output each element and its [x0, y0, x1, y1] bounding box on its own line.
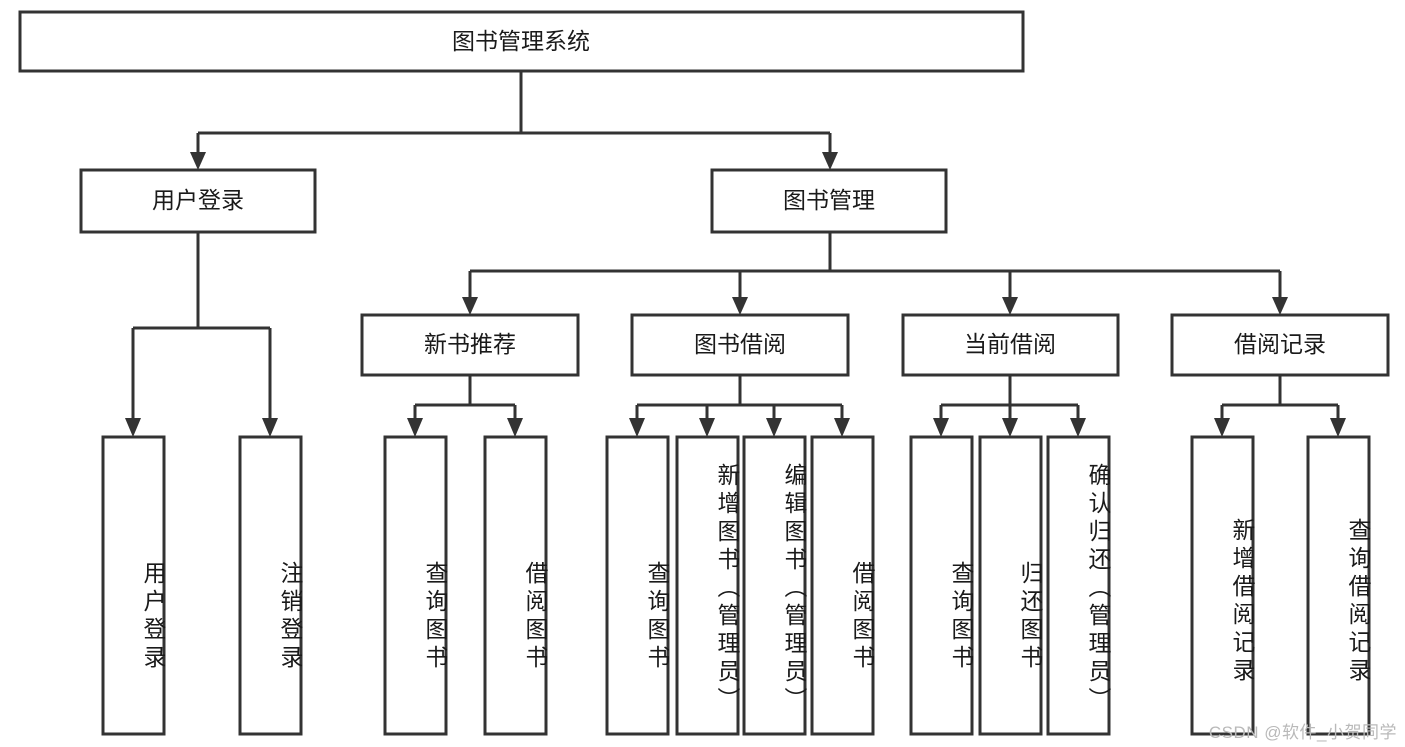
connectors: [125, 71, 1346, 437]
node-borrow-records-box[interactable]: [1170, 313, 1390, 377]
arrow-recommend-l2: [507, 418, 523, 437]
node-current-borrow-label: 当前借阅: [964, 331, 1056, 357]
leaf-label-query-books-current: 查询图书: [948, 561, 974, 673]
node-labels-horizontal: 图书管理系统 用户登录 图书管理 新书推荐 图书借阅 当前借阅 借阅记录: [152, 28, 1326, 357]
node-leaf-box[interactable]: [909, 435, 974, 736]
node-borrow-records-label: 借阅记录: [1234, 331, 1326, 357]
arrow-borrow-l3: [766, 418, 782, 437]
node-leaf-box[interactable]: [238, 435, 303, 736]
node-user-login-label: 用户登录: [152, 187, 244, 213]
node-leaf-box[interactable]: [1190, 435, 1255, 736]
arrow-recommend-l1: [407, 418, 423, 437]
leaf-label-borrow-book: 借阅图书: [849, 561, 875, 673]
arrow-records-l2: [1330, 418, 1346, 437]
arrow-current-l1: [933, 418, 949, 437]
node-leaf-box[interactable]: [101, 435, 166, 736]
leaf-label-user-login: 用户登录: [140, 561, 166, 673]
arrow-current-l3: [1070, 418, 1086, 437]
node-book-borrow-box[interactable]: [630, 313, 850, 377]
leaf-label-query-borrow-record: 查询借阅记录: [1345, 518, 1371, 686]
leaf-label-return-book: 归还图书: [1017, 561, 1043, 673]
leaf-label-edit-book-admin: 编辑图书（管理员）: [781, 462, 807, 715]
node-user-login-box[interactable]: [79, 168, 317, 234]
node-leaf-box[interactable]: [675, 435, 740, 736]
arrow-root-to-bookmgmt: [822, 152, 838, 170]
arrow-root-to-login: [190, 152, 206, 170]
node-root-box[interactable]: [18, 10, 1025, 73]
leaf-label-confirm-return-admin: 确认归还（管理员）: [1085, 462, 1111, 715]
node-book-borrow-label: 图书借阅: [694, 331, 786, 357]
arrow-bookmgmt-g3: [1002, 297, 1018, 315]
node-leaf-box[interactable]: [483, 435, 548, 736]
node-boxes: [18, 10, 1390, 736]
node-leaf-box[interactable]: [1306, 435, 1371, 736]
arrow-borrow-l1: [629, 418, 645, 437]
arrow-current-l2: [1002, 418, 1018, 437]
arrow-login-l1: [125, 418, 141, 437]
node-leaf-box[interactable]: [978, 435, 1043, 736]
arrow-bookmgmt-g1: [462, 297, 478, 315]
leaf-label-query-books-borrow: 查询图书: [644, 561, 670, 673]
node-new-book-recommend-box[interactable]: [360, 313, 580, 377]
node-book-management-box[interactable]: [710, 168, 948, 234]
arrow-login-l2: [262, 418, 278, 437]
leaf-label-borrow-books-recommend: 借阅图书: [522, 561, 548, 673]
node-new-book-recommend-label: 新书推荐: [424, 331, 516, 357]
leaf-label-query-books-recommend: 查询图书: [422, 561, 448, 673]
node-root-label: 图书管理系统: [452, 28, 590, 54]
arrow-borrow-l2: [699, 418, 715, 437]
leaf-label-logout: 注销登录: [277, 561, 303, 673]
arrow-bookmgmt-g2: [732, 297, 748, 315]
node-book-management-label: 图书管理: [783, 187, 875, 213]
leaf-label-add-book-admin: 新增图书（管理员）: [714, 462, 740, 715]
node-leaf-box[interactable]: [605, 435, 670, 736]
node-current-borrow-box[interactable]: [901, 313, 1120, 377]
node-leaf-box[interactable]: [810, 435, 875, 736]
node-leaf-box[interactable]: [383, 435, 448, 736]
arrow-records-l1: [1214, 418, 1230, 437]
arrow-bookmgmt-g4: [1272, 297, 1288, 315]
node-leaf-box[interactable]: [1046, 435, 1111, 736]
node-leaf-box[interactable]: [742, 435, 807, 736]
leaf-label-add-borrow-record: 新增借阅记录: [1229, 518, 1255, 686]
arrow-borrow-l4: [834, 418, 850, 437]
